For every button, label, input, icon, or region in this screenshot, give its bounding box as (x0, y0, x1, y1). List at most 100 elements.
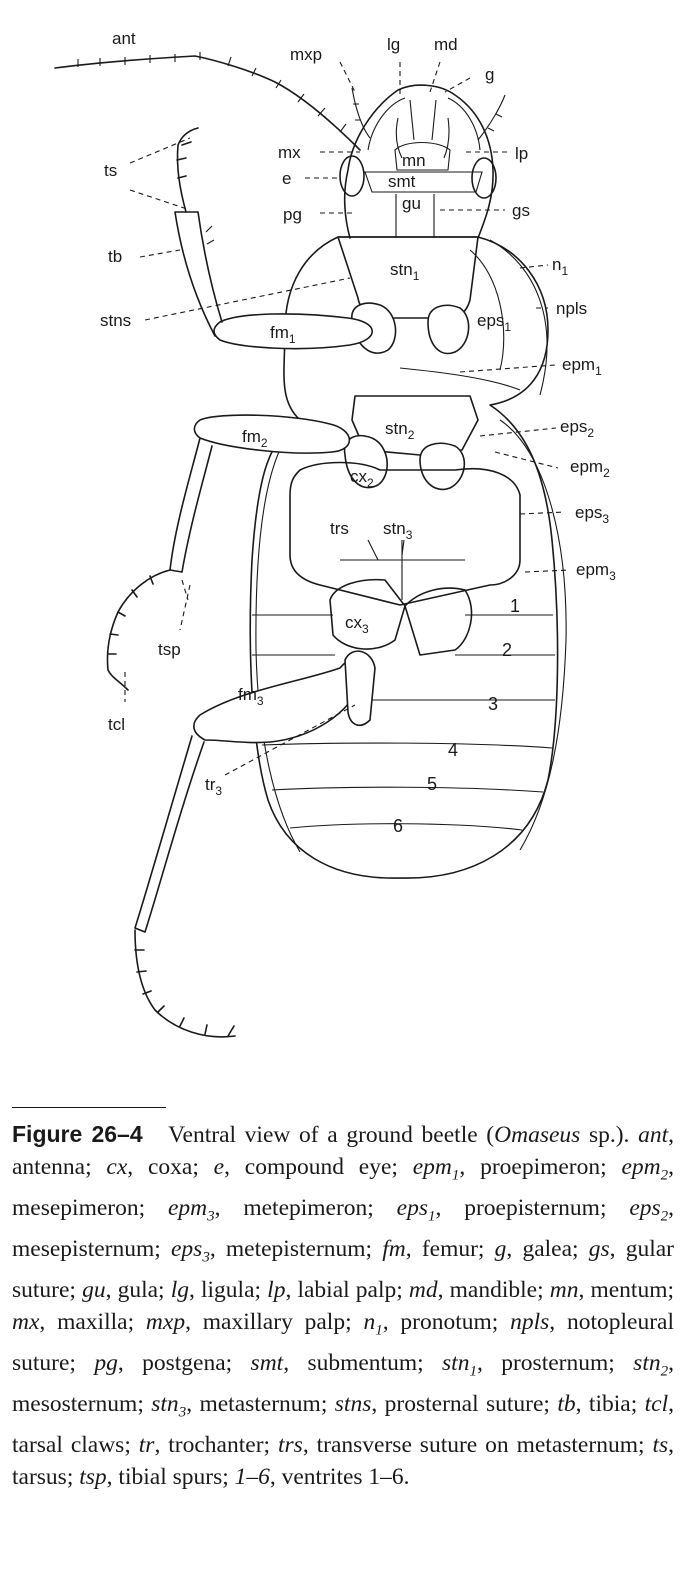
caption-rule (12, 1107, 166, 1108)
caption-entry: epm3, metepimeron; (167, 1195, 397, 1225)
antenna (54, 55, 361, 151)
caption-entry: tr, trochanter; (138, 1431, 278, 1458)
caption-entry: gs, gular suture; (12, 1235, 674, 1303)
caption-entry: epm2, mesepimeron; (12, 1154, 674, 1222)
caption-entry: eps1, proepisternum; (396, 1195, 630, 1225)
caption-entry: eps3, metepisternum; (171, 1235, 383, 1266)
metasternum-suture (340, 540, 465, 600)
metacoxa (329, 578, 473, 656)
mid-tarsus (106, 569, 171, 691)
label-cx3: cx3 (345, 613, 369, 636)
labels: ant mxp lg md g mx mn lp e smt gu gs pg … (100, 29, 616, 836)
caption-entry: tb, tibia; (557, 1390, 645, 1417)
submentum (364, 171, 483, 193)
label-mn: mn (402, 151, 426, 170)
caption-entry: lp, labial palp; (267, 1276, 409, 1303)
label-eps3: eps3 (575, 503, 609, 526)
label-fm3: fm3 (238, 685, 264, 708)
hind-trochanter (344, 650, 376, 727)
label-ts: ts (104, 161, 117, 180)
hind-tarsus (134, 929, 236, 1038)
ventrite-6: 6 (393, 816, 403, 836)
head-capsule (343, 84, 494, 239)
caption-after-genus: sp.). (580, 1122, 639, 1148)
caption-entry: eps2, mesepisternum; (12, 1195, 675, 1262)
caption-entry: pg, postgena; (94, 1349, 251, 1376)
label-fm2: fm2 (242, 427, 268, 450)
caption-entry: e, compound eye; (213, 1154, 413, 1181)
caption-entry: lg, ligula; (170, 1276, 268, 1303)
caption-entry: stns, prosternal suture; (334, 1390, 558, 1417)
label-tcl: tcl (108, 715, 125, 734)
caption-entry: ts, tarsus; (12, 1431, 674, 1490)
label-tb: tb (108, 247, 122, 266)
label-mx: mx (278, 143, 301, 162)
label-epm1: epm1 (562, 355, 602, 378)
hind-tibia (134, 735, 205, 933)
caption-entry: stn2, mesosternum; (12, 1349, 674, 1417)
maxillary-palp-left (351, 87, 371, 139)
label-lg: lg (387, 35, 400, 54)
label-eps2: eps2 (560, 417, 594, 440)
label-e: e (282, 169, 291, 188)
labial-palp-right (477, 94, 506, 141)
caption-entry: npls, notopleural suture; (12, 1309, 675, 1376)
beetle-ventral-diagram: ant mxp lg md g mx mn lp e smt gu gs pg … (54, 29, 616, 1038)
caption-entry: g, galea; (494, 1235, 589, 1262)
ventrite-3: 3 (488, 694, 498, 714)
label-stns: stns (100, 311, 131, 330)
caption-entry: cx, coxa; (106, 1154, 214, 1181)
caption-lead: Ventral view of a ground beetle ( (168, 1122, 495, 1148)
label-n1: n1 (552, 255, 568, 278)
ventrite-2: 2 (502, 640, 512, 660)
caption-entry: mxp, maxillary palp; (145, 1309, 364, 1336)
caption-entry: stn1, prosternum; (442, 1349, 634, 1380)
mouthparts (367, 97, 481, 159)
proepimeron-line (399, 367, 521, 391)
fore-tarsus (176, 127, 199, 213)
fore-tibia (174, 211, 223, 337)
mid-femur (193, 414, 351, 454)
figure-label: Figure 26–4 (12, 1121, 143, 1147)
label-g: g (485, 65, 494, 84)
hind-femur (193, 657, 365, 744)
fore-spur (205, 225, 215, 245)
label-pg: pg (283, 205, 302, 224)
ventrite-1: 1 (510, 596, 520, 616)
caption-entry: tsp, tibial spurs; (79, 1463, 235, 1490)
label-eps1: eps1 (477, 311, 511, 334)
ventrite-lines (252, 614, 555, 831)
label-md: md (434, 35, 458, 54)
mesocoxa-left (343, 434, 388, 489)
caption-entry: smt, submentum; (250, 1349, 443, 1376)
ventrite-5: 5 (427, 774, 437, 794)
label-trs: trs (330, 519, 349, 538)
metasternum (289, 461, 521, 606)
label-mxp: mxp (290, 45, 322, 64)
caption-entry: 1–6, ventrites 1–6. (234, 1463, 410, 1490)
fore-femur (213, 313, 373, 350)
label-stn1: stn1 (390, 260, 420, 283)
caption-entry: trs, transverse suture on metasternum; (277, 1431, 653, 1458)
proepisternum (469, 249, 505, 371)
caption-entry: gu, gula; (82, 1276, 171, 1303)
eye-left (339, 155, 365, 197)
label-stn2: stn2 (385, 419, 415, 442)
label-tr3: tr3 (205, 775, 222, 798)
ventrite-4: 4 (448, 740, 458, 760)
leader-lines (124, 61, 571, 776)
label-tsp: tsp (158, 640, 181, 659)
label-npls: npls (556, 299, 587, 318)
caption-entry: md, mandible; (408, 1276, 550, 1303)
eye-right (471, 157, 497, 199)
elytra-edge-right (499, 419, 567, 851)
caption-entry: fm, femur; (382, 1235, 495, 1262)
caption-entries: ant, antenna; cx, coxa; e, compound eye;… (12, 1122, 674, 1490)
caption-genus: Omaseus (494, 1122, 581, 1148)
caption-entry: mx, maxilla; (12, 1309, 146, 1336)
caption-entry: ant, antenna; (12, 1122, 674, 1181)
label-gs: gs (512, 201, 530, 220)
mesocoxa-right (419, 442, 466, 491)
elytra-edge-left (255, 431, 301, 853)
procoxa-right (427, 304, 470, 355)
